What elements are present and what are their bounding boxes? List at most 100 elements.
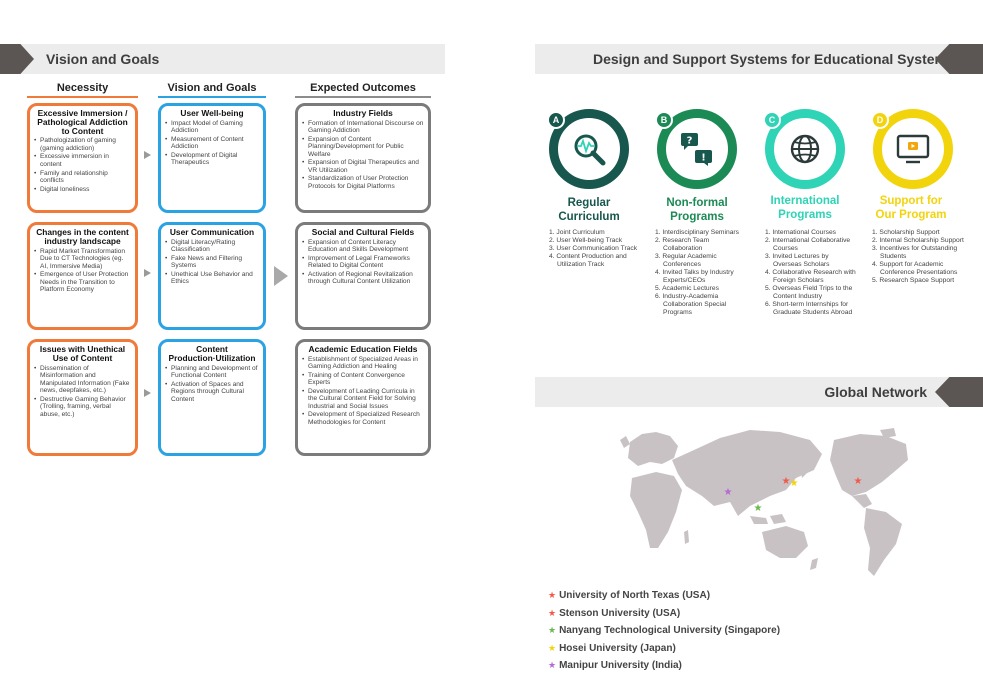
list-item: Dissemination of Misinformation and Mani… — [34, 365, 131, 395]
list-item: Formation of International Discourse on … — [302, 120, 424, 135]
program-d-emblem: D — [871, 109, 953, 189]
monitor-play-icon — [896, 134, 930, 164]
box-list: Dissemination of Misinformation and Mani… — [34, 365, 131, 419]
legend-item: ★Manipur University (India) — [548, 660, 780, 678]
list-item: 2. Internal Scholarship Support — [872, 237, 964, 245]
title-line: Curriculum — [558, 210, 620, 223]
list-item: 5. Research Space Support — [872, 277, 955, 285]
program-badge: B — [655, 111, 673, 129]
star-icon: ★ — [548, 625, 557, 635]
chat-bubbles-icon: ? ! — [681, 133, 712, 166]
goal-box-communication: User Communication Digital Literacy/Rati… — [158, 222, 266, 330]
list-item: 3. Incentives for Outstanding Students — [872, 245, 958, 261]
list-item: 4. Invited Talks by Industry Experts/CEO… — [655, 269, 734, 285]
arrow-right-icon — [144, 269, 151, 277]
list-item: 5. Overseas Field Trips to the Content I… — [765, 285, 853, 301]
network-banner: Global Network — [535, 377, 983, 407]
program-a-emblem: A — [547, 109, 629, 189]
vision-goals-column-header: Vision and Goals — [158, 82, 266, 98]
box-list: Impact Model of Gaming Addiction Measure… — [165, 120, 259, 167]
legend-item: ★Stenson University (USA) — [548, 608, 780, 626]
box-title: Social and Cultural Fields — [311, 227, 415, 237]
box-list: Expansion of Content Literacy Education … — [302, 239, 424, 286]
title-line: Support for — [879, 195, 943, 207]
box-title: Content Production·Utilization — [168, 344, 256, 363]
list-item: Digital Literacy/Rating Classification — [165, 239, 259, 254]
program-c-title: International Programs — [750, 195, 860, 222]
box-title: Changes in the content industry landscap… — [36, 227, 129, 246]
star-icon: ★ — [548, 642, 557, 653]
program-c-list: 1. International Courses 2. Internationa… — [765, 229, 859, 317]
arrow-right-large-icon — [274, 266, 288, 286]
list-item: Pathologization of gaming (gaming addict… — [34, 137, 131, 152]
network-banner-title: Global Network — [824, 384, 927, 400]
partner-name: Stenson University (USA) — [559, 607, 681, 619]
magnifier-heartbeat-icon — [574, 134, 606, 166]
program-c-emblem: C — [763, 109, 845, 189]
continents — [620, 428, 908, 576]
list-item: Activation of Spaces and Regions through… — [165, 381, 259, 404]
title-line: Programs — [670, 210, 724, 223]
legend-item: ★Hosei University (Japan) — [548, 643, 780, 661]
program-b-emblem: B ? ! — [655, 109, 737, 189]
svg-text:?: ? — [687, 136, 693, 147]
list-item: 3. User Communication Track — [549, 245, 638, 253]
star-icon: ★ — [724, 487, 733, 498]
box-list: Digital Literacy/Rating Classification F… — [165, 239, 259, 286]
box-title: Academic Education Fields — [308, 344, 418, 354]
box-list: Planning and Development of Functional C… — [165, 365, 259, 404]
program-badge: C — [763, 111, 781, 129]
program-ring — [873, 109, 953, 189]
partner-name: Nanyang Technological University (Singap… — [559, 625, 781, 636]
program-d-list: 1. Scholarship Support 2. Internal Schol… — [872, 229, 968, 285]
list-item: 1. Scholarship Support — [872, 229, 940, 236]
title-line: Our Program — [875, 208, 947, 221]
list-item: 6. Short-term Internships for Graduate S… — [765, 301, 853, 317]
legend-item: ★University of North Texas (USA) — [548, 590, 780, 608]
goal-box-production: Content Production·Utilization Planning … — [158, 339, 266, 456]
list-item: 1. Joint Curriculum — [549, 229, 605, 236]
list-item: Impact Model of Gaming Addiction — [165, 120, 259, 135]
list-item: 3. Regular Academic Conferences — [655, 253, 717, 269]
list-item: Expansion of Content Literacy Education … — [302, 239, 424, 254]
program-a-list: 1. Joint Curriculum 2. User Well-being T… — [549, 229, 641, 269]
outcome-box-academic: Academic Education Fields Establishment … — [295, 339, 431, 456]
title-line: International — [770, 195, 840, 207]
box-title: User Well-being — [180, 108, 244, 118]
list-item: Standardization of User Protection Proto… — [302, 175, 424, 190]
list-item: 1. Interdisciplinary Seminars — [655, 229, 739, 236]
banner-flag — [0, 44, 34, 74]
list-item: Improvement of Legal Frameworks Related … — [302, 255, 424, 270]
list-item: Planning and Development of Functional C… — [165, 365, 259, 380]
list-item: Measurement of Content Addiction — [165, 136, 259, 151]
partner-legend: ★University of North Texas (USA) ★Stenso… — [548, 590, 780, 678]
design-banner-title: Design and Support Systems for Education… — [593, 51, 955, 67]
banner-flag — [935, 377, 983, 407]
list-item: Digital loneliness — [34, 186, 131, 194]
box-title: Industry Fields — [333, 108, 393, 118]
star-icon: ★ — [548, 607, 557, 618]
list-item: 3. Invited Lectures by Overseas Scholars — [765, 253, 830, 269]
box-title: Issues with Unethical Use of Content — [39, 344, 126, 363]
svg-text:!: ! — [701, 153, 706, 164]
partner-name: University of North Texas (USA) — [559, 590, 711, 601]
vision-banner: Vision and Goals — [0, 44, 445, 74]
star-icon: ★ — [548, 590, 557, 600]
list-item: Expansion of Content Planning/Developmen… — [302, 136, 424, 159]
legend-item: ★Nanyang Technological University (Singa… — [548, 625, 780, 643]
list-item: Destructive Gaming Behavior (Trolling, f… — [34, 396, 131, 419]
list-item: 6. Industry-Academia Collaboration Speci… — [655, 293, 727, 317]
banner-flag — [935, 44, 983, 74]
list-item: Development of Digital Therapeutics — [165, 152, 259, 167]
partner-name: Manipur University (India) — [559, 660, 682, 671]
arrow-right-icon — [144, 389, 151, 397]
list-item: 4. Support for Academic Conference Prese… — [872, 261, 958, 277]
list-item: 2. User Well-being Track — [549, 237, 623, 245]
list-item: 2. International Collaborative Courses — [765, 237, 851, 253]
list-item: 1. International Courses — [765, 229, 837, 236]
list-item: Family and relationship conflicts — [34, 170, 131, 185]
list-item: 5. Academic Lectures — [655, 285, 719, 293]
program-b-list: 1. Interdisciplinary Seminars 2. Researc… — [655, 229, 747, 317]
necessity-box-industry-landscape: Changes in the content industry landscap… — [27, 222, 138, 330]
partner-name: Hosei University (Japan) — [559, 642, 676, 654]
